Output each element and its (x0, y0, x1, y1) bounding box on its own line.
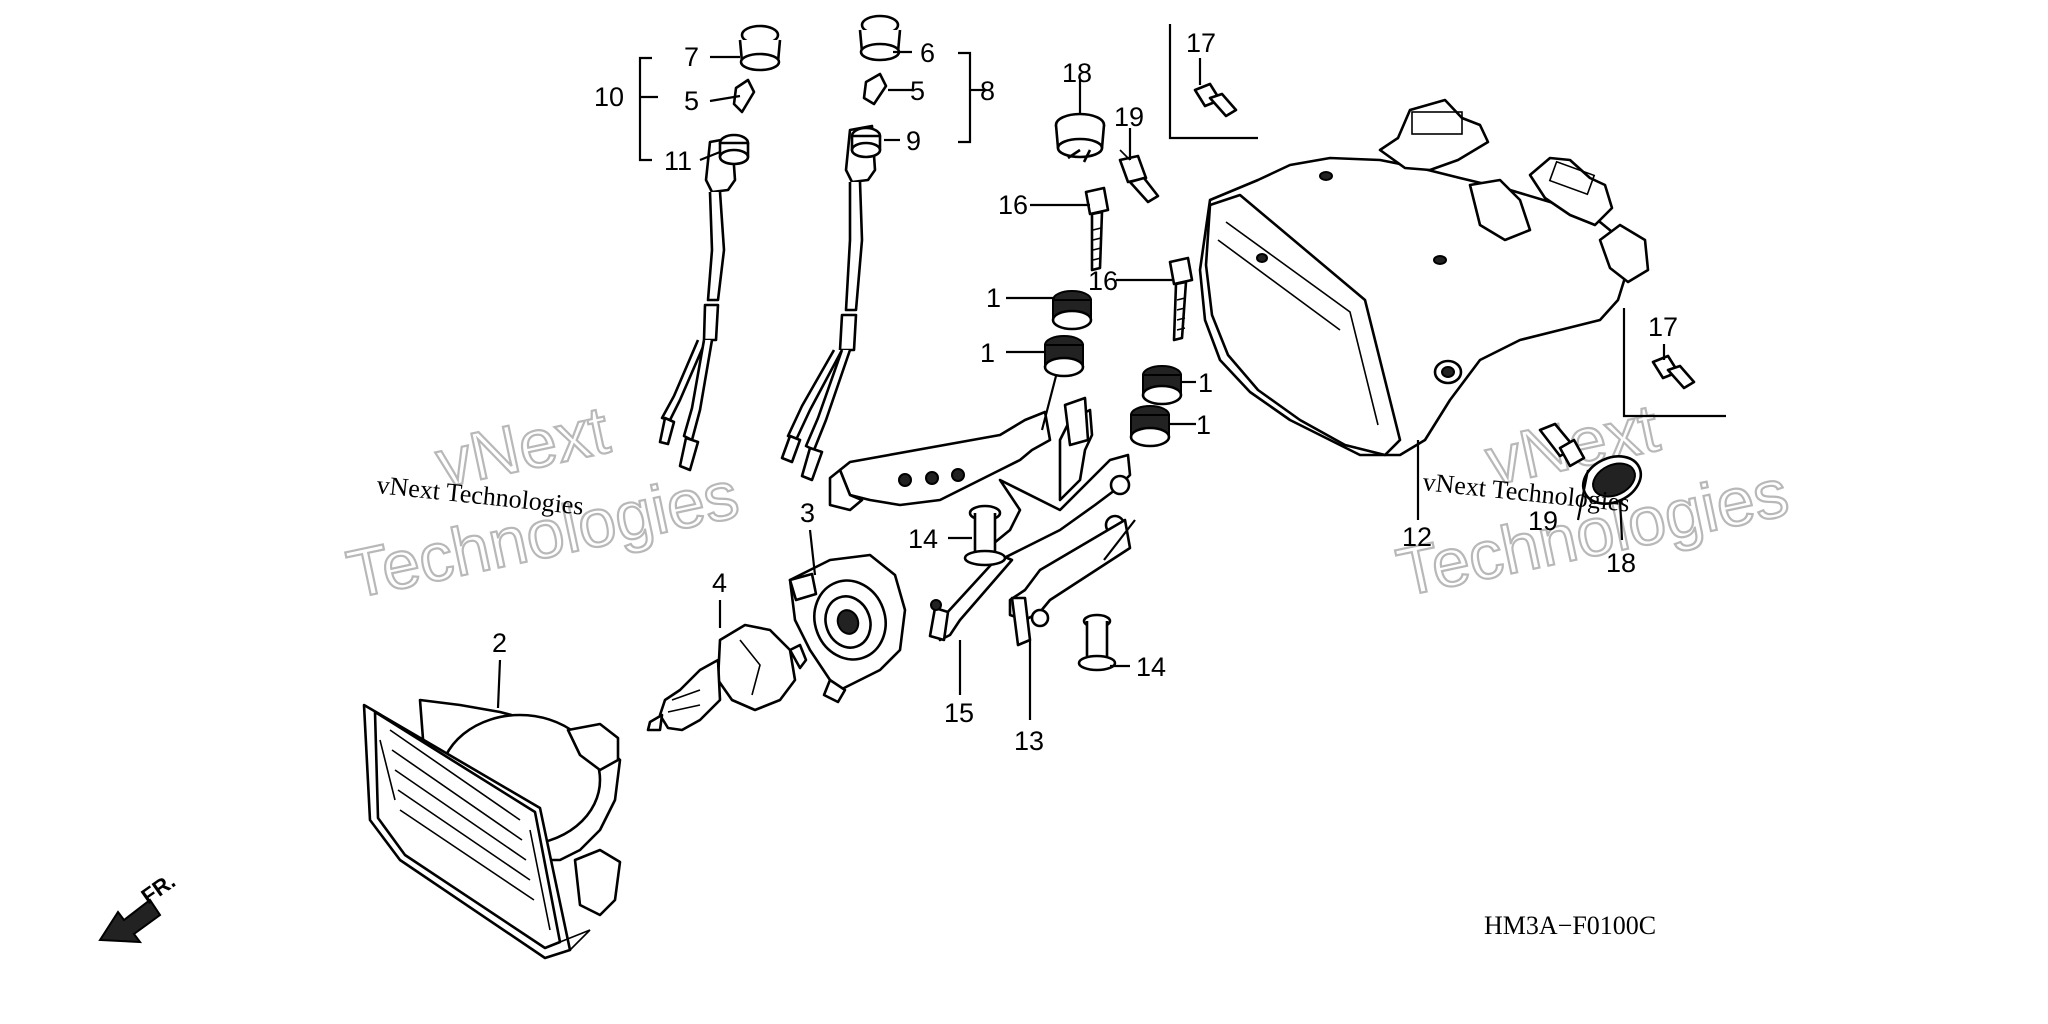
part-19-stud-right (1538, 422, 1586, 468)
part-11-socket (718, 133, 750, 166)
callout-10: 10 (594, 82, 624, 112)
callout-15: 15 (944, 698, 974, 728)
part-17-screw-right (1651, 354, 1696, 390)
part-17-screw-top (1193, 82, 1238, 118)
callout-5-left: 5 (684, 86, 699, 116)
part-1-cushion-d (1129, 405, 1171, 448)
callout-16-mid: 16 (1088, 266, 1118, 296)
callout-4: 4 (712, 568, 727, 598)
part-7-boot (738, 24, 782, 72)
part-1-cushion-b (1043, 335, 1085, 378)
part-9-grommet (850, 126, 882, 159)
callout-8: 8 (980, 76, 995, 106)
front-direction-arrow: FR. (98, 868, 180, 944)
part-14-collar-lower (1077, 613, 1117, 672)
part-1-cushion-a (1051, 290, 1093, 331)
part-5-clip-left (732, 78, 756, 114)
socket-harness-right (780, 124, 877, 482)
callout-1-a: 1 (986, 283, 1001, 313)
part-15-bracket (928, 553, 1014, 642)
socket-harness-left (658, 136, 737, 472)
callout-2: 2 (492, 628, 507, 658)
callout-18-right: 18 (1606, 548, 1636, 578)
callout-3: 3 (800, 498, 815, 528)
callout-9: 9 (906, 126, 921, 156)
part-18-cap-top (1054, 112, 1106, 163)
front-label: FR. (137, 868, 180, 909)
callout-12: 12 (1402, 522, 1432, 552)
part-18-reflector-right (1581, 455, 1643, 505)
part-3-bulb-socket-cover (788, 553, 907, 704)
callout-5-right: 5 (910, 76, 925, 106)
part-2-headlight-unit (362, 698, 622, 960)
part-16-bolt-b (1168, 256, 1194, 342)
leader-lines (496, 50, 1666, 720)
callout-17-top: 17 (1186, 28, 1216, 58)
callout-1-c: 1 (1198, 368, 1213, 398)
callout-19-right: 19 (1528, 506, 1558, 536)
callout-16-top: 16 (998, 190, 1028, 220)
callout-1-d: 1 (1196, 410, 1211, 440)
part-1-cushion-c (1141, 365, 1183, 406)
callout-11: 11 (664, 146, 692, 176)
figure-code: HM3A−F0100C (1484, 911, 1656, 940)
part-6-boot (858, 14, 902, 62)
callout-14-upper: 14 (908, 524, 938, 554)
part-4-bulb (646, 623, 808, 732)
part-16-bolt-a (1084, 186, 1110, 272)
callout-19-top: 19 (1114, 102, 1144, 132)
part-13-headlight-bracket (828, 396, 1132, 647)
callout-13: 13 (1014, 726, 1044, 756)
part-14-collar-upper (963, 504, 1007, 567)
frame-17-right (1622, 308, 1726, 418)
frame-17-top (1168, 24, 1258, 140)
part-5-clip-right (862, 72, 888, 106)
callout-14-lower: 14 (1136, 652, 1166, 682)
part-19-stud-top (1118, 149, 1160, 204)
callout-1-b: 1 (980, 338, 995, 368)
callout-17-right: 17 (1648, 312, 1678, 342)
part-12-headlight-case (1198, 98, 1650, 457)
callout-6: 6 (920, 38, 935, 68)
callout-7: 7 (684, 42, 699, 72)
callout-18-top: 18 (1062, 58, 1092, 88)
